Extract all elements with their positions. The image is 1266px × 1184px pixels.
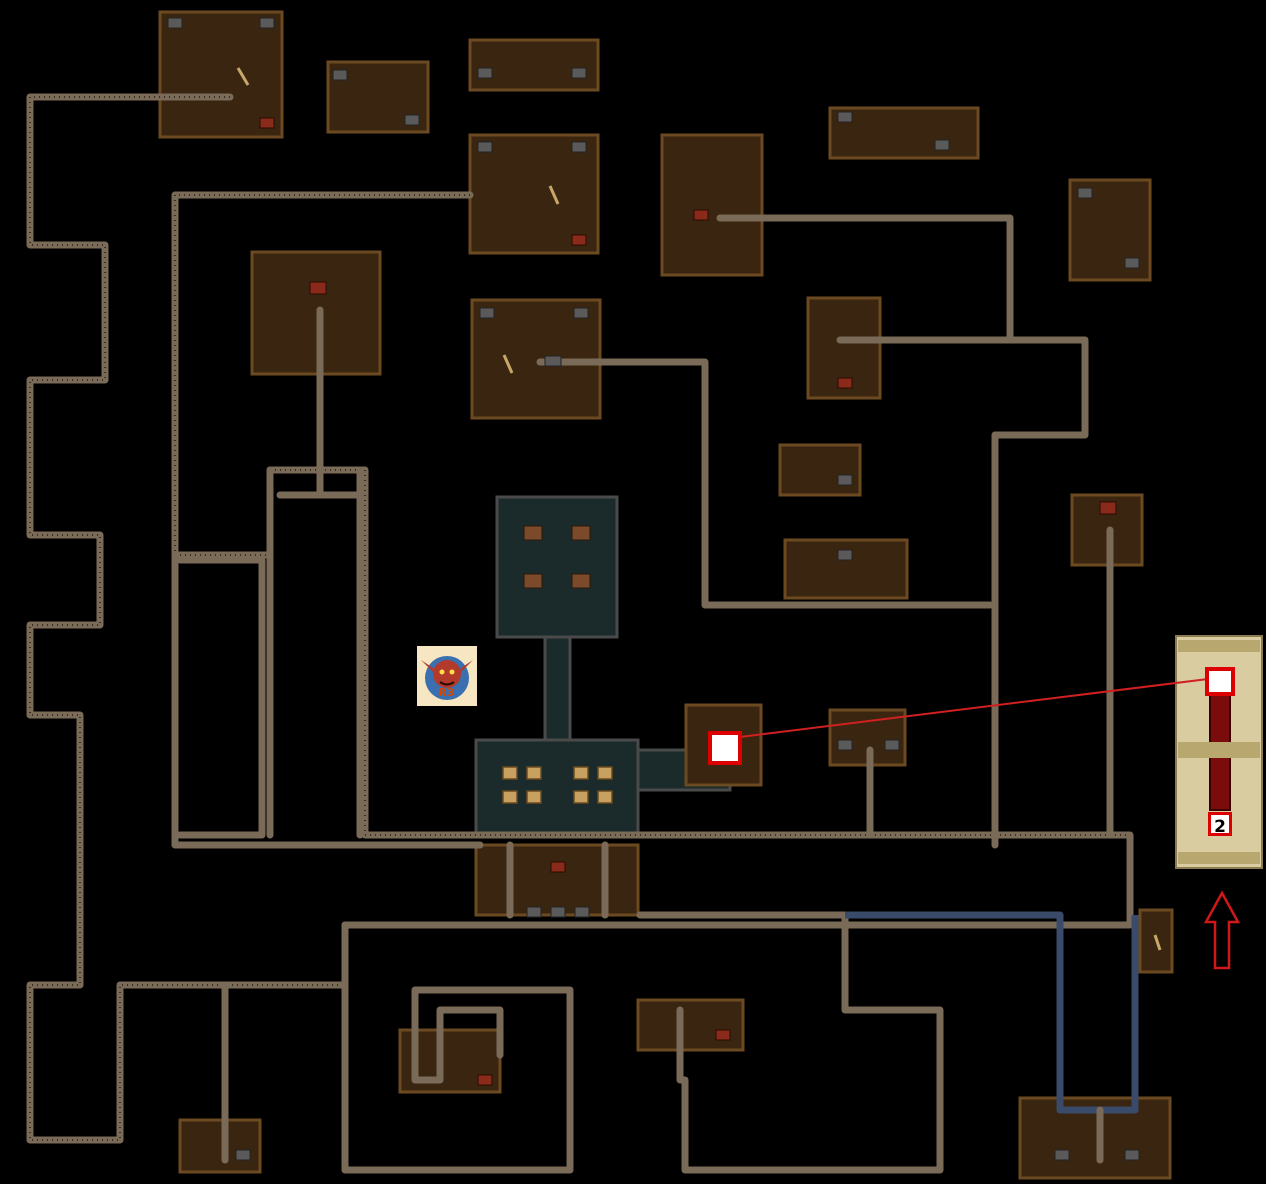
track-left-down [171, 551, 484, 849]
track-minecart-room [506, 841, 609, 919]
crate-icon [597, 790, 613, 804]
chest-icon [1054, 1149, 1070, 1161]
mine-tracks [26, 93, 1139, 1174]
room-left-mid [250, 250, 382, 376]
chest-icon [573, 307, 589, 319]
room-lever-upper [468, 133, 600, 255]
crate-icon [573, 790, 589, 804]
chest-red-icon [1099, 501, 1117, 515]
chest-icon [837, 739, 853, 751]
track-left-mid-spur [276, 306, 364, 499]
track-bottom-right-blue [845, 911, 1139, 1114]
minecart-icon [526, 906, 542, 918]
chest-icon [571, 141, 587, 153]
elevator-level-label: 2 [1208, 812, 1232, 837]
chest-icon [235, 1149, 251, 1161]
chest-icon [404, 114, 420, 126]
levers [236, 67, 1162, 951]
room-center-right [783, 538, 909, 600]
chest-icon [259, 17, 275, 29]
chest-icon [934, 139, 950, 151]
room-top-3 [468, 38, 600, 92]
chest-red-icon [715, 1029, 731, 1041]
goblin-face-icon[interactable] [417, 646, 477, 706]
crate-icon [526, 790, 542, 804]
chest-icon [1124, 1149, 1140, 1161]
room-minecart [474, 843, 640, 917]
chest-icon [479, 307, 495, 319]
room-bottom-left [178, 1118, 262, 1174]
corridor-treasure [543, 635, 572, 742]
chest-icon [837, 111, 853, 123]
chest-icon [477, 67, 493, 79]
chest-icon [332, 69, 348, 81]
track-bottom-middle [636, 911, 944, 1174]
room-bottom-right [1018, 1096, 1172, 1180]
start-marker[interactable] [708, 731, 742, 765]
room-bottom-mid [636, 998, 745, 1052]
chest-icon [837, 474, 853, 486]
chest-icon [477, 141, 493, 153]
crate-icon [597, 766, 613, 780]
sign-icon [550, 861, 566, 873]
goblin-badge: R3 [438, 686, 455, 699]
rooms [158, 10, 1174, 1180]
chest-icon [571, 67, 587, 79]
chest-open-icon [523, 525, 543, 541]
chest-red-icon [693, 209, 709, 221]
chest-red-icon [309, 281, 327, 295]
chest-open-icon [523, 573, 543, 589]
room-right-mid [806, 296, 882, 400]
chest-open-icon [571, 573, 591, 589]
crate-icon [502, 790, 518, 804]
chest-icon [1077, 187, 1093, 199]
crates [502, 766, 613, 804]
up-arrow-icon [1203, 890, 1241, 970]
room-right-upper [660, 133, 764, 277]
minecart-icon [544, 355, 562, 367]
room-lever-bottom-right [1138, 908, 1174, 974]
chest-red-icon [837, 377, 853, 389]
lever-icon [1153, 934, 1162, 951]
connector-line [739, 678, 1209, 738]
room-right-mid-2 [778, 443, 862, 497]
track-center-right [536, 358, 994, 609]
track-right-upper [716, 214, 1089, 849]
room-top-right-1 [828, 106, 980, 160]
chest-open-icon [571, 525, 591, 541]
chest-icon [1124, 257, 1140, 269]
lever-icon [548, 185, 560, 205]
track-bottom-spiral [341, 921, 574, 1174]
crate-icon [573, 766, 589, 780]
chest-icon [884, 739, 900, 751]
lever-icon [236, 67, 250, 86]
chest-red-icon [477, 1074, 493, 1086]
crate-icon [502, 766, 518, 780]
chest-icon [837, 549, 853, 561]
chest-red-icon [571, 234, 587, 246]
room-top-left [158, 10, 284, 139]
chests [167, 17, 1140, 1161]
minecart-icon [574, 906, 590, 918]
lever-icon [502, 354, 514, 374]
crate-icon [526, 766, 542, 780]
minecart-icon [550, 906, 566, 918]
room-treasure [495, 495, 619, 639]
chest-red-icon [259, 117, 275, 129]
elevator-marker[interactable] [1205, 667, 1235, 696]
chest-icon [167, 17, 183, 29]
room-crates [474, 738, 640, 837]
track-left-inner [176, 556, 266, 839]
